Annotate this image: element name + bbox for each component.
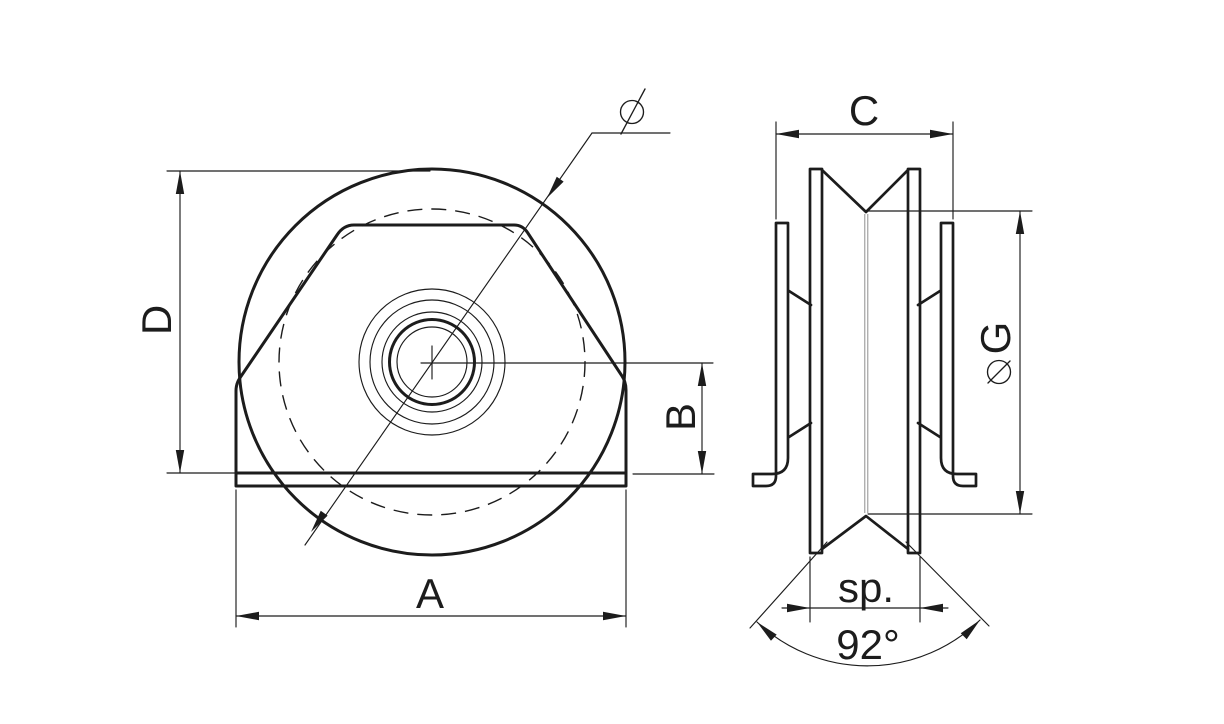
dim-g-arrow-down (1015, 491, 1025, 514)
v-groove-bottom (820, 514, 910, 551)
bracket-outline (234, 223, 628, 475)
angle-leg-left (749, 541, 828, 629)
angle-arc (756, 619, 981, 667)
sheave-wall-right (906, 167, 922, 555)
dim-b: B (632, 362, 715, 475)
dim-g-label: G (972, 322, 1019, 355)
base-plate (234, 471, 628, 488)
sheave-wall-left (808, 167, 824, 555)
dim-d: D (133, 170, 431, 474)
diameter-icon-slash (620, 88, 646, 135)
bore-chamfer-circle (396, 326, 468, 398)
wheel-outer-circle (237, 167, 627, 557)
hub-circle-outer (358, 288, 506, 436)
diameter-icon-circle (986, 359, 1012, 385)
angle-leg-right (905, 541, 990, 627)
support-plate-left (751, 221, 790, 488)
plate-taper-left-upper (787, 289, 813, 307)
v-groove-top (820, 168, 910, 214)
front-view: D A B (133, 88, 715, 628)
dim-d-arrow-up (175, 171, 185, 194)
dim-b-label: B (657, 403, 704, 431)
diameter-leader-arrow-upper (543, 176, 564, 201)
dim-a-arrow-left (236, 611, 259, 621)
plate-taper-left-lower (787, 421, 813, 439)
dim-d-arrow-down (175, 450, 185, 473)
side-view: C G sp. (749, 87, 1033, 668)
dim-g-arrow-up (1015, 211, 1025, 234)
diameter-icon (986, 359, 1012, 385)
groove-pitch-circle-dashed (278, 208, 586, 516)
dim-c-arrow-right (930, 129, 953, 139)
hub-circle-mid (369, 299, 495, 425)
dim-a-label: A (416, 570, 444, 617)
hub-circle-inner (381, 311, 483, 413)
dim-sp-arrow-left (787, 603, 810, 613)
dim-c-label: C (849, 87, 879, 134)
angle-arrow-right (960, 617, 983, 640)
dim-angle: 92° (749, 541, 990, 668)
dim-b-arrow-up (697, 363, 707, 386)
dim-sp-label: sp. (838, 564, 894, 611)
bore-circle (388, 318, 476, 406)
dim-c-arrow-left (776, 129, 799, 139)
diameter-leader-line (304, 132, 671, 546)
dim-sp-arrow-right (920, 603, 943, 613)
dim-b-arrow-down (697, 451, 707, 474)
dim-d-label: D (133, 305, 180, 335)
diameter-icon-circle (619, 99, 645, 125)
dim-g: G (867, 210, 1033, 515)
diameter-icon (619, 88, 646, 135)
dim-c: C (775, 87, 954, 220)
diameter-icon-slash (987, 360, 1011, 384)
support-plate-right (939, 221, 978, 488)
dim-sp: sp. (781, 556, 949, 623)
dim-angle-label: 92° (836, 621, 900, 668)
dim-a-arrow-right (603, 611, 626, 621)
plate-taper-right-upper (916, 289, 942, 307)
dim-a: A (235, 489, 627, 628)
wheel-diameter-leader (304, 88, 671, 546)
plate-taper-right-lower (916, 421, 942, 439)
dim-g-label-group: G (972, 322, 1019, 385)
